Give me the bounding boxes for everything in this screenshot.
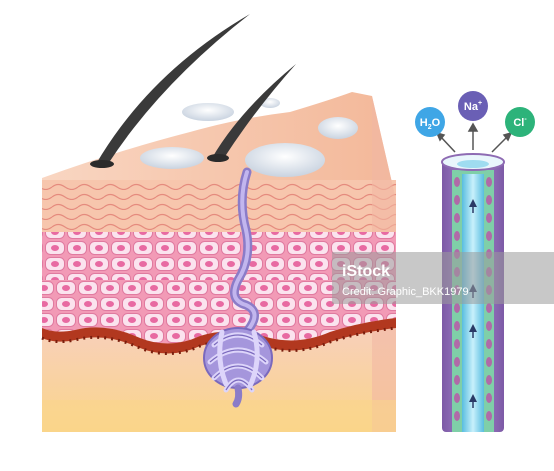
duct-cell-nucleus xyxy=(486,321,492,331)
duct-cell-nucleus xyxy=(454,195,460,205)
duct-cell-nucleus xyxy=(486,357,492,367)
duct-cell-nucleus xyxy=(454,321,460,331)
svg-text:H2O: H2O xyxy=(420,117,441,131)
ion-h2o-tail: O xyxy=(432,117,441,129)
hair-follicle xyxy=(90,160,114,168)
sweat-droplet xyxy=(318,117,358,139)
svg-text:Na+: Na+ xyxy=(464,100,482,113)
sodium-ion-icon xyxy=(458,91,488,121)
duct-cell-nucleus xyxy=(454,231,460,241)
watermark-band xyxy=(332,252,554,304)
skin-cross-section xyxy=(41,14,397,432)
watermark-credit: Credit: Graphic_BKK1979 xyxy=(342,286,469,298)
watermark: iStock Credit: Graphic_BKK1979 xyxy=(332,252,554,304)
duct-cell-nucleus xyxy=(486,375,492,385)
duct-cell-nucleus xyxy=(454,303,460,313)
ion-cl-label: Cl xyxy=(513,117,524,129)
duct-cell-nucleus xyxy=(454,393,460,403)
hair-strand xyxy=(212,64,296,158)
hair-strand xyxy=(96,14,250,164)
ion-cl: Cl- xyxy=(505,107,535,137)
sweat-droplet xyxy=(140,147,204,169)
ion-arrows xyxy=(435,122,513,153)
duct-cell-nucleus xyxy=(454,213,460,223)
sweat-gland-coil xyxy=(203,327,273,408)
ion-cl-charge: - xyxy=(524,116,527,123)
duct-cell-nucleus xyxy=(454,375,460,385)
duct-cell-nucleus xyxy=(486,303,492,313)
ion-h2o: H2O xyxy=(415,107,445,137)
duct-cell-nucleus xyxy=(486,393,492,403)
duct-cell-nucleus xyxy=(454,357,460,367)
duct-cell-nucleus xyxy=(486,177,492,187)
flow-arrow-icon xyxy=(469,324,477,332)
flow-arrow-icon xyxy=(469,199,477,207)
duct-cell-nucleus xyxy=(486,339,492,349)
ion-na-charge: + xyxy=(478,100,482,107)
ion-na-label: Na xyxy=(464,101,479,113)
sweat-droplet xyxy=(182,103,234,121)
hair-follicle xyxy=(207,154,229,162)
duct-cell-nucleus xyxy=(454,177,460,187)
duct-cell-nucleus xyxy=(454,411,460,421)
svg-text:Cl-: Cl- xyxy=(513,116,527,129)
stratum-corneum xyxy=(42,180,396,232)
duct-cell-nucleus xyxy=(454,339,460,349)
water-molecule-icon xyxy=(415,107,445,137)
flow-arrow-icon xyxy=(469,394,477,402)
watermark-brand: iStock xyxy=(342,263,390,280)
ion-na: Na+ xyxy=(458,91,488,121)
duct-cell-nucleus xyxy=(486,195,492,205)
duct-cell-nucleus xyxy=(486,231,492,241)
hypodermis xyxy=(42,400,396,432)
chloride-ion-icon xyxy=(505,107,535,137)
duct-cell-nucleus xyxy=(486,411,492,421)
ion-h2o-label: H xyxy=(420,117,428,129)
epidermis-cells-lower xyxy=(42,280,396,344)
ion-h2o-subscript: 2 xyxy=(428,124,432,131)
duct-cell-nucleus xyxy=(486,213,492,223)
sweat-droplet xyxy=(245,143,325,177)
